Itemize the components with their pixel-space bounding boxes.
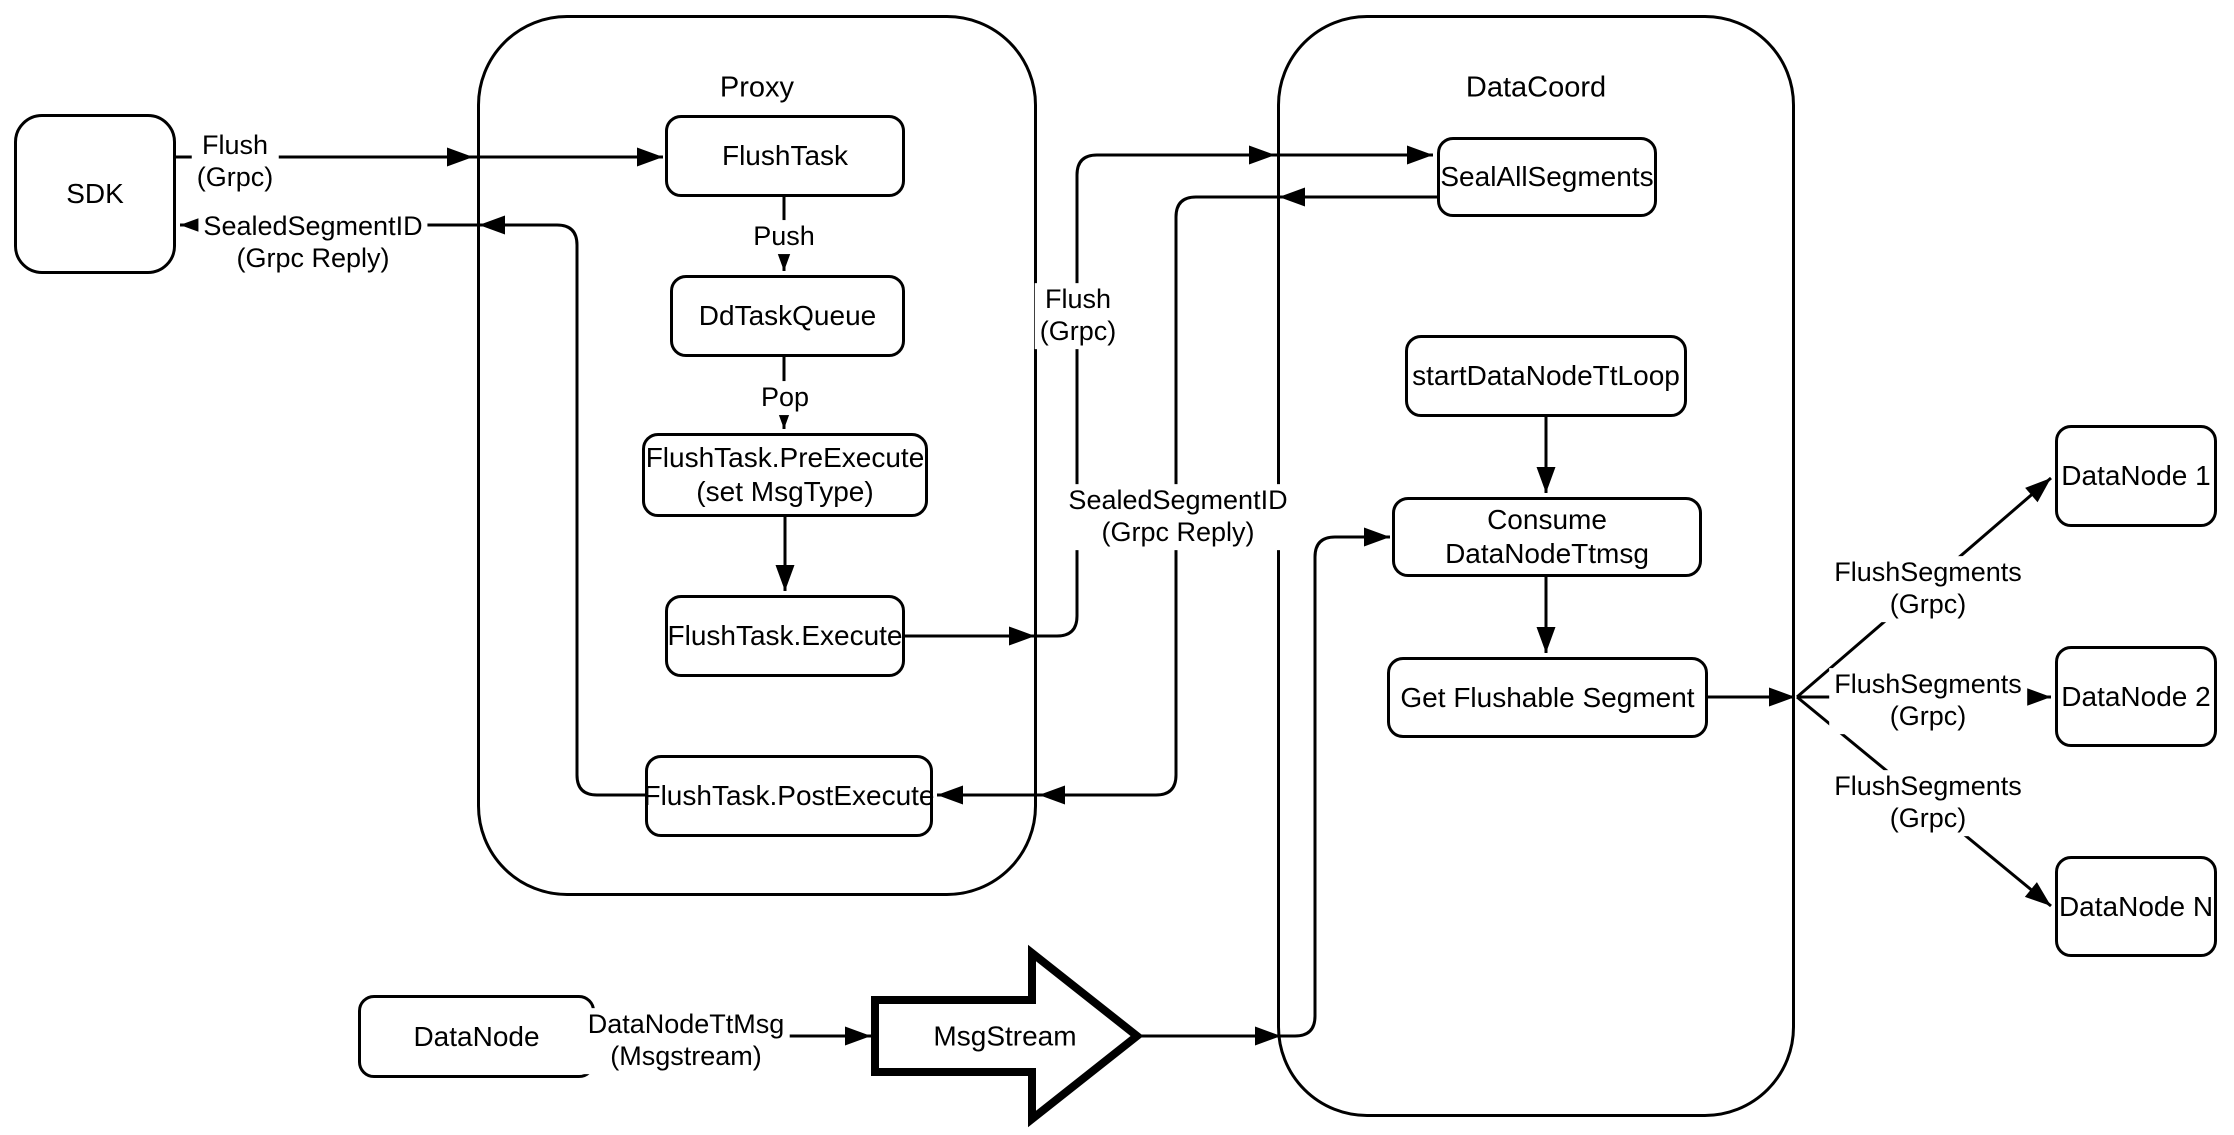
container-title-proxy: Proxy bbox=[719, 71, 795, 104]
node-get-flushable-segment: Get Flushable Segment bbox=[1387, 657, 1708, 738]
node-consume-datanodettmsg: Consume DataNodeTtmsg bbox=[1392, 497, 1702, 577]
arrowhead-icon bbox=[1009, 626, 1035, 646]
arrowhead-icon bbox=[447, 147, 473, 167]
arrowhead-icon bbox=[845, 1026, 871, 1046]
arrowhead-icon bbox=[937, 785, 963, 805]
edge-postexecute-to-sdk bbox=[180, 223, 645, 797]
arrowhead-icon bbox=[1255, 1026, 1281, 1046]
arrowhead-icon bbox=[775, 565, 795, 591]
edge-label-pop: Pop bbox=[755, 381, 815, 415]
edge-label-sealedsegmentid-mid: SealedSegmentID (Grpc Reply) bbox=[1063, 484, 1293, 550]
node-postexecute: FlushTask.PostExecute bbox=[643, 755, 935, 837]
arrowhead-icon bbox=[1536, 627, 1556, 653]
edge-execute-to-sealallsegments bbox=[905, 153, 1433, 638]
container-title-datacoord: DataCoord bbox=[1465, 71, 1607, 104]
edge-label-flushsegments-1: FlushSegments (Grpc) bbox=[1829, 556, 2027, 622]
arrowhead-icon bbox=[1039, 785, 1065, 805]
arrowhead-icon bbox=[1279, 187, 1305, 207]
msgstream-label: MsgStream bbox=[933, 1020, 1077, 1052]
node-datanode-2: DataNode 2 bbox=[2055, 646, 2217, 747]
node-startdatanodettloop: startDataNodeTtLoop bbox=[1405, 335, 1687, 417]
node-datanode-bottom: DataNode bbox=[358, 995, 595, 1078]
arrowhead-icon bbox=[637, 147, 663, 167]
node-ddtaskqueue: DdTaskQueue bbox=[670, 275, 905, 357]
arrowhead-icon bbox=[1769, 687, 1795, 707]
edge-label-flushsegments-n: FlushSegments (Grpc) bbox=[1829, 770, 2027, 836]
arrowhead-icon bbox=[2025, 478, 2051, 503]
edge-label-push: Push bbox=[748, 220, 820, 254]
arrowhead-icon bbox=[1364, 527, 1390, 547]
edge-label-sealedsegmentid-left: SealedSegmentID (Grpc Reply) bbox=[198, 210, 428, 276]
edge-label-datanodettmsg: DataNodeTtMsg (Msgstream) bbox=[582, 1008, 790, 1074]
arrowhead-icon bbox=[1536, 467, 1556, 493]
node-sdk: SDK bbox=[14, 114, 176, 274]
edge-label-flushsegments-2: FlushSegments (Grpc) bbox=[1829, 668, 2027, 734]
edge-label-flush-grpc-left: Flush (Grpc) bbox=[191, 129, 279, 195]
arrowhead-icon bbox=[1407, 145, 1433, 165]
node-datanode-1: DataNode 1 bbox=[2055, 425, 2217, 527]
container-datacoord bbox=[1277, 15, 1795, 1117]
arrowhead-icon bbox=[2025, 687, 2051, 707]
arrowhead-icon bbox=[2024, 882, 2051, 906]
node-datanode-n: DataNode N bbox=[2055, 856, 2217, 957]
container-proxy bbox=[477, 15, 1037, 896]
node-sealallsegments: SealAllSegments bbox=[1437, 137, 1657, 217]
arrowhead-icon bbox=[479, 215, 505, 235]
msgstream-arrow-shape bbox=[871, 944, 1144, 1128]
node-preexecute: FlushTask.PreExecute (set MsgType) bbox=[642, 433, 928, 517]
node-flushtask: FlushTask bbox=[665, 115, 905, 197]
edge-msgstream-to-consume bbox=[1137, 535, 1390, 1038]
edge-label-flush-grpc-mid: Flush (Grpc) bbox=[1034, 283, 1122, 349]
node-execute: FlushTask.Execute bbox=[665, 595, 905, 677]
arrowhead-icon bbox=[1249, 145, 1275, 165]
